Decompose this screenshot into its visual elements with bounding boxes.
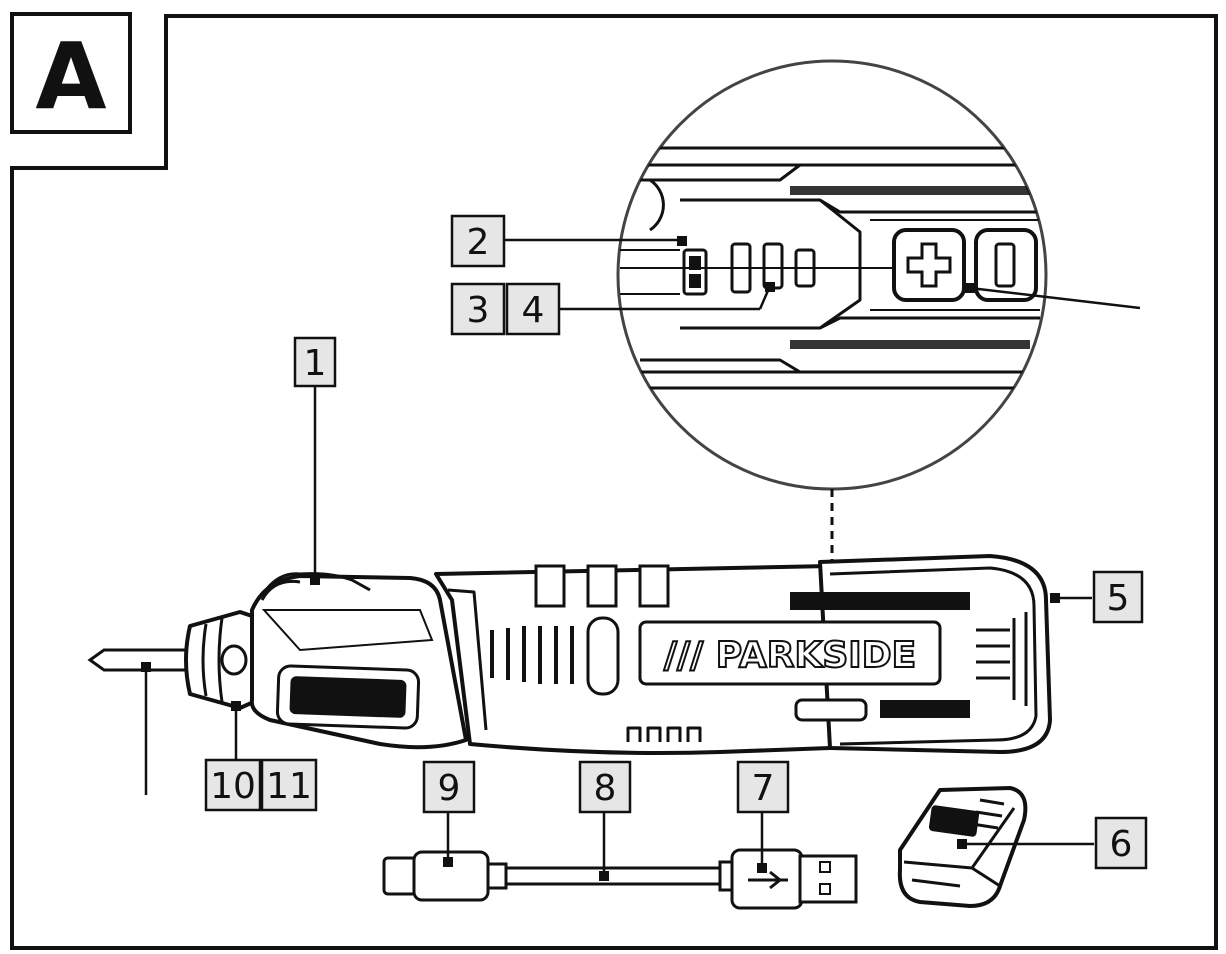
callout-2: 2 — [450, 214, 506, 268]
callout-2-number: 2 — [467, 222, 490, 263]
zoom-detail — [616, 59, 1048, 491]
callout-7: 7 — [736, 760, 790, 814]
callout-3-number: 3 — [467, 290, 490, 331]
callout-9-number: 9 — [438, 768, 461, 809]
callout-1-number: 1 — [304, 343, 327, 384]
callout-5-number: 5 — [1107, 578, 1130, 619]
callout-10: 10 — [204, 758, 262, 812]
callout-5: 5 — [1092, 570, 1144, 624]
callout-6: 6 — [1094, 816, 1148, 870]
callout-1: 1 — [293, 336, 337, 388]
callout-6-number: 6 — [1110, 824, 1133, 865]
callout-9: 9 — [422, 760, 476, 814]
callout-4: 4 — [505, 282, 561, 336]
callout-11-number: 11 — [266, 766, 312, 807]
usb-cable — [382, 848, 858, 910]
figure-frame — [10, 14, 1218, 950]
callout-3: 3 — [450, 282, 506, 336]
callout-7-number: 7 — [752, 768, 775, 809]
panel-letter: A — [35, 23, 106, 130]
callout-4-number: 4 — [522, 290, 545, 331]
leader-lines — [141, 236, 1141, 881]
callout-10-number: 10 — [210, 766, 256, 807]
panel-letter-box: A — [10, 12, 132, 134]
callout-11: 11 — [260, 758, 318, 812]
brand-logo: /// PARKSIDE — [664, 635, 916, 676]
callout-8-number: 8 — [594, 768, 617, 809]
rotary-tool: /// PARKSIDE — [87, 554, 1052, 755]
callout-8: 8 — [578, 760, 632, 814]
